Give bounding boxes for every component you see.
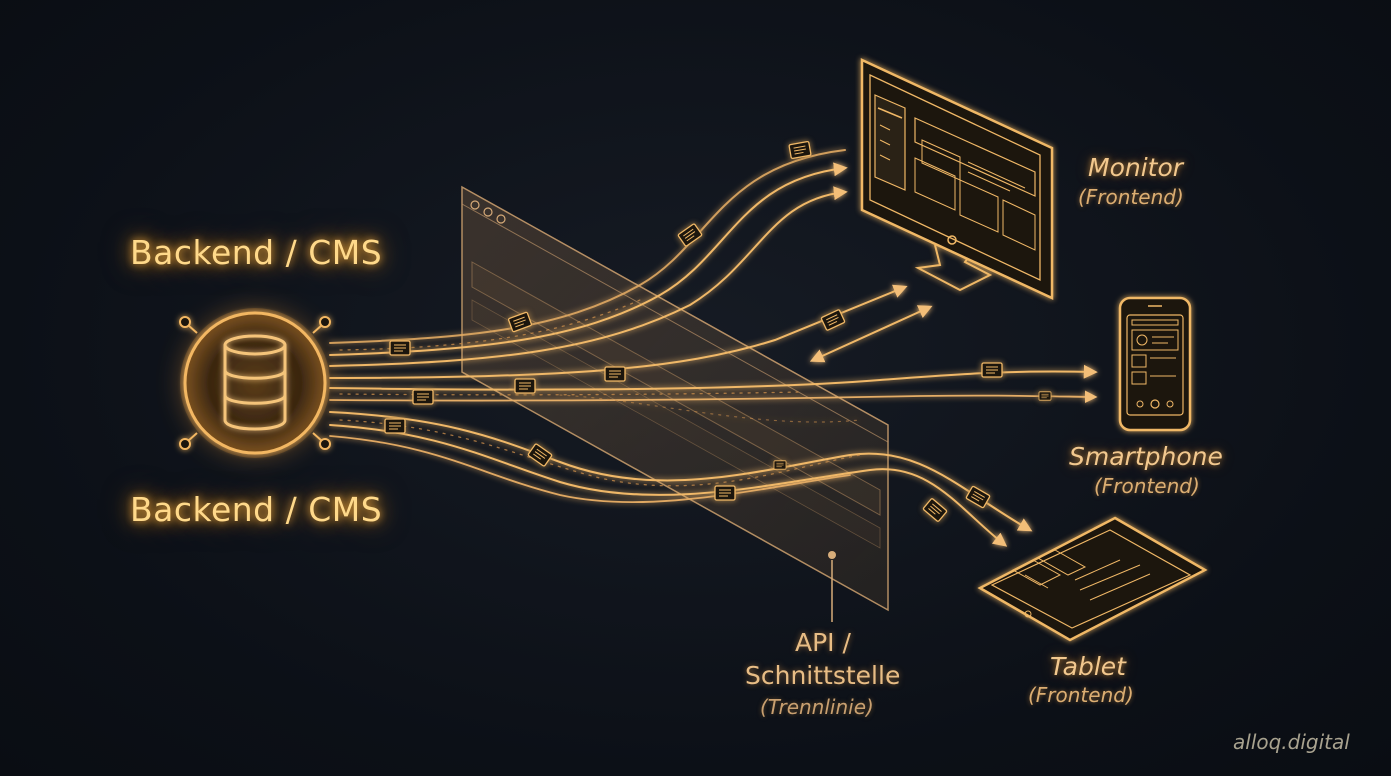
smartphone-icon [1118, 296, 1192, 432]
monitor-label: Monitor [1088, 153, 1184, 182]
api-browser-window-icon [461, 185, 889, 622]
monitor-icon [860, 58, 1054, 300]
api-sublabel: (Trennlinie) [760, 695, 874, 719]
backend-database-icon [179, 308, 331, 458]
smartphone-sublabel: (Frontend) [1094, 474, 1200, 498]
tablet-icon [977, 516, 1208, 642]
smartphone-label: Smartphone [1069, 442, 1223, 471]
api-label-line2: Schnittstelle [745, 661, 901, 690]
tablet-label: Tablet [1050, 652, 1126, 681]
tablet-sublabel: (Frontend) [1028, 683, 1134, 707]
api-label-line1: API / [795, 628, 851, 657]
monitor-sublabel: (Frontend) [1078, 185, 1184, 209]
backend-title-top: Backend / CMS [130, 233, 383, 272]
brand-watermark: alloq.digital [1233, 730, 1350, 754]
backend-title-bottom: Backend / CMS [130, 490, 383, 529]
